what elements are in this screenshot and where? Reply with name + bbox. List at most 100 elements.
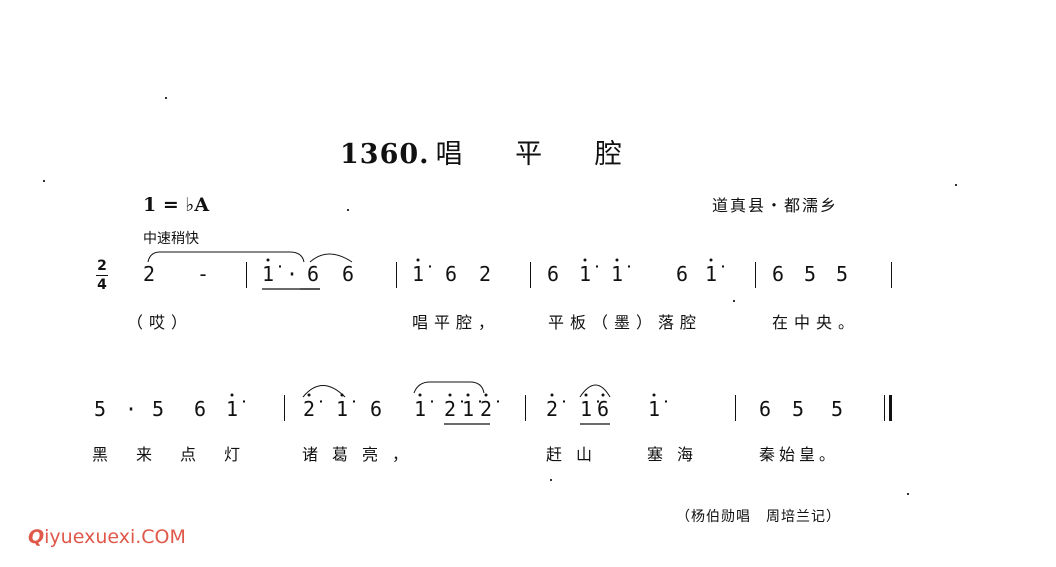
slur [413,381,485,394]
barline [525,395,526,421]
note: 6 [772,262,785,286]
note: 1̇ [705,262,718,286]
octave-dot [550,393,554,397]
octave-dot [601,393,605,397]
final-barline-thick [889,395,892,421]
watermark-text: iyuexuexi.COM [44,526,186,548]
scan-speck [955,184,957,186]
slur [579,384,611,398]
slur [302,385,346,398]
scan-speck [733,300,735,302]
barline [891,262,892,288]
song-number: 1360. [340,139,430,170]
note: 5 [804,262,817,286]
octave-dot [709,258,713,262]
score-line-2: 5 · 5 6 1̇ 2̇ 1̇ 6 1̇ 2̇ 1̇ 2̇ 2̇ 1̇ 6 1… [0,397,1056,427]
note: 1̇ [262,262,275,286]
note: 1̇ [336,397,349,421]
note: 1̇ [412,262,425,286]
note: 6 [194,397,207,421]
octave-dot [615,258,619,262]
note: 6 [547,262,560,286]
note: 6 [307,262,320,286]
barline [755,262,756,288]
note: 2̇ [444,397,457,421]
octave-dot [583,258,587,262]
octave-dot [652,393,656,397]
lyric: 黑来点灯 [92,445,269,464]
note: 6 [445,262,458,286]
note: 6 [676,262,689,286]
song-name: 唱 平 腔 [435,139,644,170]
octave-dot [416,258,420,262]
note: 5 [94,397,107,421]
note: 5 [792,397,805,421]
barline [530,262,531,288]
scan-speck [43,180,45,182]
final-barline-thin [884,395,885,421]
note: 1̇ [580,397,593,421]
note: 5 [831,397,844,421]
barline [246,262,247,288]
note: 2̇ [303,397,316,421]
note: - [197,262,210,286]
note: 1̇ [462,397,475,421]
scan-speck [907,493,909,495]
note: 6 [597,397,610,421]
lyric: 赶山 [546,445,607,464]
time-signature: 2 4 [96,258,108,293]
octave-dot [230,393,234,397]
tempo-marking: 中速稍快 [143,231,199,247]
note: 1̇ [648,397,661,421]
score-line-1: 2 - 1̇ · 6 6 1̇ 6 2 6 1̇ 1̇ 6 1̇ 6 5 5 [0,262,1056,292]
note: 1̇ [226,397,239,421]
scan-speck [523,156,525,158]
barline [735,395,736,421]
lyric: 诸葛亮， [302,445,423,464]
site-watermark: Qiyuexuexi.COM [28,526,186,548]
lyric: （哎） [127,313,194,332]
watermark-q: Q [28,526,45,548]
barline [396,262,397,288]
lyric: 塞海 [647,445,708,464]
note: 2̇ [480,397,493,421]
note: 2̇ [546,397,559,421]
note: 6 [342,262,355,286]
scan-speck [165,97,167,99]
lyric: 秦始皇。 [759,445,840,464]
lyric: 唱平腔， [412,313,501,332]
time-signature-bottom: 4 [97,277,107,293]
octave-dot [340,393,344,397]
octave-dot [466,393,470,397]
note: 2 [143,262,156,286]
song-title: 1360.唱 平 腔 [340,132,644,171]
note: 1̇ [414,397,427,421]
slur [309,253,353,263]
song-origin: 道真县・都濡乡 [712,196,839,215]
lyric: 在中央。 [772,313,861,332]
slur [147,251,305,263]
note: 2 [479,262,492,286]
octave-dot [584,393,588,397]
note: 6 [759,397,772,421]
octave-dot [418,393,422,397]
scan-speck [347,209,349,211]
note: · [125,397,138,421]
note: 5 [836,262,849,286]
note: · [286,262,299,286]
key-signature: 1 = ♭A [143,194,210,216]
octave-dot [307,393,311,397]
lyric: 平板（墨）落腔 [548,313,703,332]
note: 1̇ [579,262,592,286]
note: 5 [152,397,165,421]
octave-dot [484,393,488,397]
performer-credit: （杨伯勋唱 周培兰记） [676,509,841,525]
octave-dot [266,258,270,262]
octave-dot [448,393,452,397]
time-signature-top: 2 [97,258,107,274]
scan-speck [550,479,552,481]
note: 1̇ [611,262,624,286]
note: 6 [370,397,383,421]
barline [284,395,285,421]
